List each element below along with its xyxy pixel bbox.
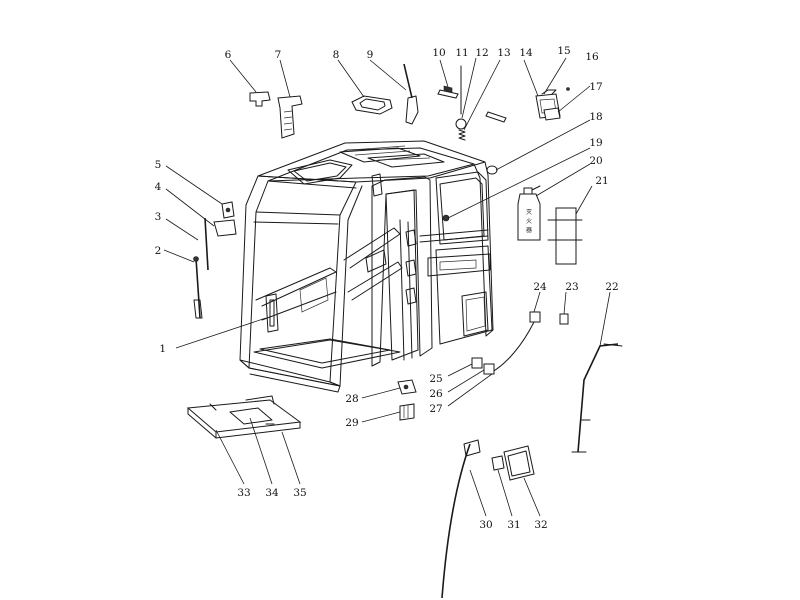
part-30-cable-rod <box>441 439 481 599</box>
callout-13: 13 <box>497 47 510 59</box>
part-21-extinguisher-bracket <box>547 207 583 265</box>
part-8-hatch-handle <box>351 95 393 115</box>
part-11-bolt <box>455 65 467 130</box>
part-23-clip <box>559 313 569 325</box>
callout-3: 3 <box>155 211 162 223</box>
callout-27: 27 <box>429 403 442 415</box>
callout-7: 7 <box>275 49 282 61</box>
callout-25: 25 <box>429 373 442 385</box>
callout-5: 5 <box>155 159 162 171</box>
callout-numbers: 1 2 3 4 5 6 7 8 9 10 11 12 13 14 15 16 1… <box>155 45 619 531</box>
callout-2: 2 <box>155 245 162 257</box>
part-7-latch <box>277 95 303 139</box>
callout-14: 14 <box>519 47 533 59</box>
callout-19: 19 <box>589 137 602 149</box>
extinguisher-label-1: 灭 <box>526 209 532 216</box>
part-20-fire-extinguisher: 灭 火 器 <box>517 185 541 241</box>
part-32-rear-mirror <box>503 445 535 481</box>
part-4-wiper-arm <box>204 217 237 271</box>
part-34-plate-panel <box>229 407 273 425</box>
part-27-cable <box>491 321 535 373</box>
callout-26: 26 <box>429 388 443 400</box>
callout-34: 34 <box>265 487 279 499</box>
part-33-floor-plate <box>186 399 302 439</box>
callout-20: 20 <box>589 155 602 167</box>
callout-17: 17 <box>589 81 602 93</box>
callout-10: 10 <box>432 47 445 59</box>
callout-32: 32 <box>534 519 547 531</box>
part-22-handrail <box>571 343 623 453</box>
callout-12: 12 <box>475 47 488 59</box>
callout-6: 6 <box>225 49 232 61</box>
callout-4: 4 <box>155 181 162 193</box>
part-26-plug <box>483 363 495 375</box>
callout-8: 8 <box>333 49 340 61</box>
part-3-wiper-blade <box>193 257 203 319</box>
extinguisher-label-2: 火 <box>526 218 532 225</box>
callout-33: 33 <box>237 487 250 499</box>
callout-22: 22 <box>605 281 618 293</box>
part-2-wiper-motor <box>193 256 199 262</box>
part-9-antenna <box>403 63 419 125</box>
callout-15: 15 <box>557 45 570 57</box>
callout-9: 9 <box>367 49 374 61</box>
callout-24: 24 <box>533 281 547 293</box>
part-31-mount <box>491 455 505 471</box>
callout-30: 30 <box>479 519 492 531</box>
part-19-grommet <box>442 214 450 222</box>
part-10-clamp <box>437 85 459 99</box>
callout-29: 29 <box>345 417 358 429</box>
callout-35: 35 <box>293 487 306 499</box>
part-12-spring <box>458 129 466 141</box>
cab-frame <box>239 140 494 393</box>
part-16-screw <box>566 87 570 91</box>
part-29-terminal <box>399 403 415 421</box>
callout-31: 31 <box>507 519 520 531</box>
callout-16: 16 <box>585 51 599 63</box>
part-5-bracket <box>221 201 235 219</box>
part-28-block <box>397 379 417 395</box>
part-13-seal <box>485 111 507 123</box>
extinguisher-label-3: 器 <box>526 227 532 234</box>
callout-28: 28 <box>345 393 358 405</box>
callout-1: 1 <box>159 343 166 355</box>
part-25-switch <box>471 357 483 369</box>
leader-lines <box>163 57 611 517</box>
part-17-switch <box>543 107 561 121</box>
callout-11: 11 <box>455 47 468 59</box>
callout-21: 21 <box>595 175 608 187</box>
callout-18: 18 <box>589 111 602 123</box>
part-6-bracket <box>249 91 271 107</box>
part-35-plate-flange <box>209 395 275 425</box>
callout-23: 23 <box>565 281 578 293</box>
part-18-lamp <box>486 165 498 175</box>
part-24-connector <box>529 311 541 323</box>
